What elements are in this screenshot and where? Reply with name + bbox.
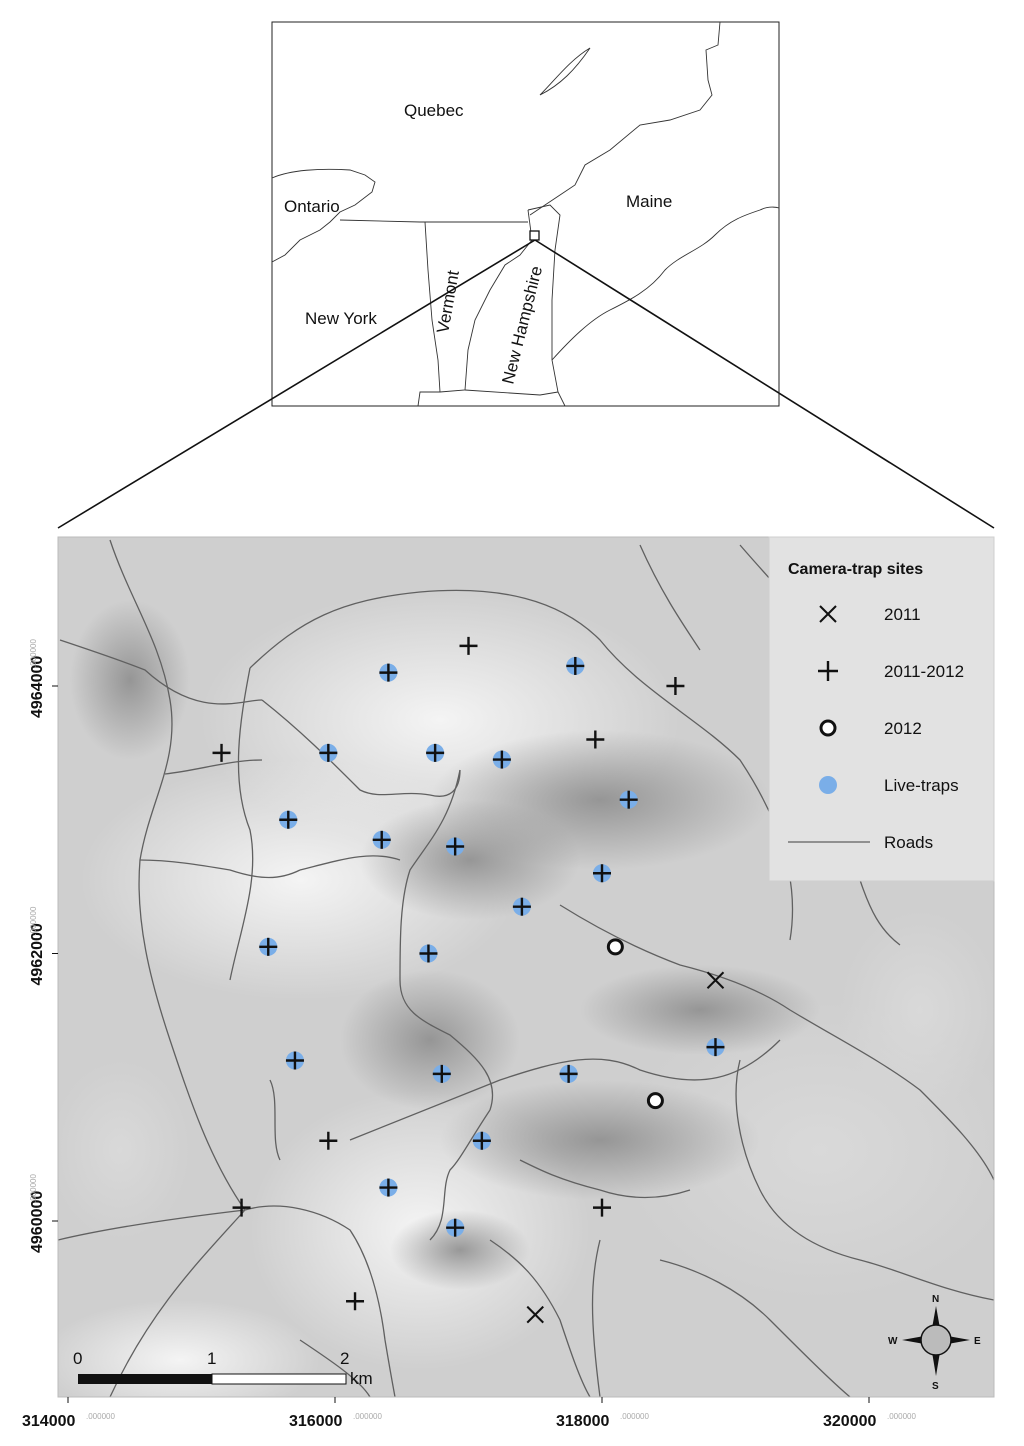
main-map — [58, 537, 994, 1397]
x-axis: 314000 .000000 316000 .000000 318000 .000000 3… — [22, 1397, 916, 1430]
live-trap-site — [706, 1038, 725, 1057]
legend-item-roads: Roads — [788, 833, 933, 852]
y-axis-tick-decimal: .000000 — [29, 639, 38, 668]
study-area-marker — [529, 230, 540, 241]
camera-site-2011 — [706, 971, 725, 989]
live-trap-site — [619, 790, 638, 809]
y-axis-tick-label: 4962000 — [29, 923, 46, 985]
scale-tick-1: 1 — [207, 1349, 216, 1368]
live-trap-site — [446, 1218, 465, 1237]
live-trap-site — [285, 1051, 304, 1070]
live-trap-site — [559, 1064, 578, 1083]
camera-site-2011-2012 — [232, 1198, 251, 1217]
scale-unit: km — [350, 1369, 373, 1388]
x-axis-tick-label: 316000 — [289, 1413, 342, 1430]
x-axis-tick-decimal: .000000 — [887, 1412, 916, 1421]
camera-site-2011-2012 — [212, 743, 231, 762]
y-axis-tick-decimal: .000000 — [29, 1174, 38, 1203]
camera-site-2011-2012 — [586, 730, 605, 749]
camera-site-2012 — [646, 1092, 664, 1110]
live-trap-site — [472, 1131, 491, 1150]
camera-site-2011-2012 — [666, 677, 685, 695]
x-axis-tick-label: 314000 — [22, 1413, 75, 1430]
north-arrow-icon: N S W E — [888, 1294, 981, 1392]
camera-site-2011-2012 — [346, 1292, 365, 1311]
legend-item-2011: 2011 — [819, 605, 921, 624]
camera-site-2011 — [526, 1305, 544, 1324]
legend-title: Camera-trap sites — [788, 561, 923, 578]
camera-site-2012 — [606, 938, 624, 956]
legend-label-roads: Roads — [884, 833, 933, 852]
x-mark-icon — [819, 605, 837, 623]
site-markers — [212, 636, 725, 1324]
compass-e: E — [974, 1336, 981, 1347]
scale-bar-segment-filled — [78, 1374, 212, 1384]
camera-site-2011-2012 — [459, 636, 478, 655]
roads — [58, 539, 994, 1397]
legend-label-2011-2012: 2011-2012 — [884, 662, 964, 681]
legend-item-live-traps: Live-traps — [819, 776, 959, 795]
inset-label-new-york: New York — [305, 309, 377, 328]
legend-item-2012: 2012 — [819, 719, 922, 738]
connector-left — [57, 239, 536, 529]
live-trap-site — [492, 750, 511, 769]
y-axis-tick-label: 4964000 — [29, 656, 46, 718]
compass-n: N — [932, 1294, 939, 1305]
live-trap-site — [593, 864, 611, 883]
plus-icon — [818, 661, 838, 681]
inset-label-ontario: Ontario — [284, 197, 340, 216]
legend-label-2011: 2011 — [884, 605, 921, 624]
camera-site-2011-2012 — [319, 1131, 338, 1150]
y-axis: 4964000.0000004962000.0000004960000.0000… — [29, 639, 58, 1253]
live-trap-site — [419, 944, 438, 963]
live-trap-site — [379, 1178, 398, 1197]
scale-bar: 0 1 2 km — [73, 1349, 373, 1388]
scale-tick-2: 2 — [340, 1349, 349, 1368]
y-axis-tick-decimal: .000000 — [29, 906, 38, 935]
live-trap-site — [432, 1064, 451, 1083]
inset-label-quebec: Quebec — [404, 101, 464, 120]
x-axis-tick-decimal: .000000 — [620, 1412, 649, 1421]
hillshade-relief — [58, 590, 994, 1397]
live-trap-site — [446, 837, 465, 856]
live-trap-site — [372, 830, 391, 849]
x-axis-tick-decimal: .000000 — [353, 1412, 382, 1421]
scale-tick-0: 0 — [73, 1349, 82, 1368]
ring-icon — [819, 719, 837, 737]
inset-frame — [271, 21, 780, 407]
camera-site-2011-2012 — [593, 1198, 611, 1217]
live-trap-site — [379, 663, 398, 682]
live-trap-site — [426, 743, 445, 762]
x-axis-tick-label: 318000 — [556, 1413, 609, 1430]
legend-label-2012: 2012 — [884, 719, 922, 738]
compass-s: S — [932, 1381, 939, 1392]
live-trap-site — [512, 897, 531, 916]
blue-dot-icon — [819, 776, 837, 794]
y-axis-tick-label: 4960000 — [29, 1191, 46, 1253]
legend-box — [768, 536, 995, 882]
compass-w: W — [888, 1336, 898, 1347]
x-axis-tick-decimal: .000000 — [86, 1412, 115, 1421]
connector-right — [534, 239, 995, 529]
inset-label-maine: Maine — [626, 192, 672, 211]
inset-map: Quebec Ontario Maine New York Vermont Ne… — [271, 21, 780, 407]
x-axis-tick-label: 320000 — [823, 1413, 876, 1430]
legend-item-2011-2012: 2011-2012 — [818, 661, 964, 681]
scale-bar-segment-empty — [211, 1373, 347, 1385]
legend-label-live-traps: Live-traps — [884, 776, 959, 795]
legend: Camera-trap sites 2011 2011-2012 2012 Li… — [768, 536, 995, 882]
live-trap-site — [319, 743, 338, 762]
live-trap-site — [279, 810, 298, 829]
live-trap-site — [566, 656, 585, 675]
main-map-frame — [57, 536, 995, 1398]
live-trap-site — [259, 937, 278, 956]
